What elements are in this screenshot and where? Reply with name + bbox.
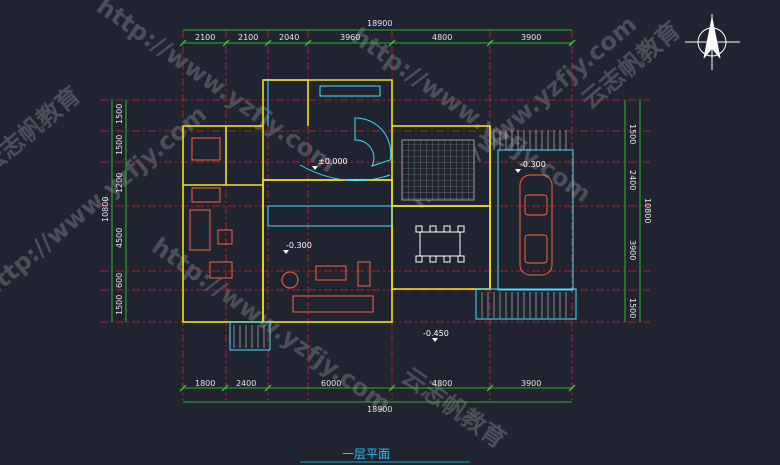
dim-left-1: 1500 [115, 104, 124, 124]
dim-bottom-5: 3900 [521, 379, 541, 388]
level-entry: -0.450 [423, 329, 449, 338]
dim-bottom-total: 18900 [367, 405, 392, 414]
bedroom-chair [217, 229, 233, 245]
dimension-texts: 18900 2100 2100 2040 3960 4800 3900 1800… [101, 19, 652, 414]
watermark-url-1: http://www.yzfjy.com [92, 0, 342, 178]
dimension-lines [111, 29, 641, 403]
garage-car [519, 174, 553, 276]
dim-right-4: 1500 [628, 298, 637, 318]
dim-left-3: 1200 [115, 173, 124, 193]
dim-left-4: 4500 [115, 228, 124, 248]
living-side-cabinet [357, 261, 371, 287]
dim-top-4: 3960 [340, 33, 360, 42]
dim-top-total: 18900 [367, 19, 392, 28]
kitchen-floor-tiles [401, 139, 475, 201]
dim-left-5: 600 [115, 273, 124, 288]
drawing-title: 一层平面 [342, 447, 390, 461]
dim-top-1: 2100 [195, 33, 215, 42]
level-hall: ±0.000 [318, 157, 348, 166]
watermark-brand-1: 云志帆教育 [0, 81, 86, 180]
axis-grid [100, 30, 650, 400]
living-tv-table [315, 265, 347, 281]
dim-bottom-3: 6000 [321, 379, 341, 388]
living-sofa [292, 295, 374, 313]
watermark-url-3: http://www.yzfjy.com [147, 232, 397, 418]
dim-left-2: 1500 [115, 135, 124, 155]
interior-lines [229, 80, 577, 351]
living-armchair [281, 271, 299, 289]
dim-right-3: 3900 [628, 240, 637, 260]
dining-table [415, 225, 465, 263]
dim-left-total: 10800 [101, 197, 110, 222]
dim-top-6: 3900 [521, 33, 541, 42]
watermarks: http://www.yzfjy.com http://www.yzfjy.co… [0, 0, 686, 454]
dim-top-5: 4800 [432, 33, 452, 42]
bedroom-wardrobe [191, 187, 221, 203]
north-arrow-icon [685, 14, 740, 70]
furniture [189, 137, 374, 313]
dim-right-total: 10800 [643, 198, 652, 223]
dim-right-1: 1500 [628, 124, 637, 144]
dim-bottom-1: 1800 [195, 379, 215, 388]
stair-hatch [233, 130, 567, 348]
dim-top-3: 2040 [279, 33, 299, 42]
level-garage: -0.300 [520, 160, 546, 169]
dim-bottom-4: 4800 [432, 379, 452, 388]
dim-left-6: 1500 [115, 295, 124, 315]
dim-top-2: 2100 [238, 33, 258, 42]
bedroom-bed [189, 209, 211, 251]
bath-tub [191, 137, 221, 161]
level-living: -0.300 [286, 241, 312, 250]
dim-right-2: 2400 [628, 170, 637, 190]
watermark-brand-3: 云志帆教育 [397, 362, 511, 454]
dim-bottom-2: 2400 [236, 379, 256, 388]
bedroom-desk [209, 261, 233, 279]
level-marks: ±0.000 -0.300 -0.300 -0.450 [283, 157, 546, 342]
